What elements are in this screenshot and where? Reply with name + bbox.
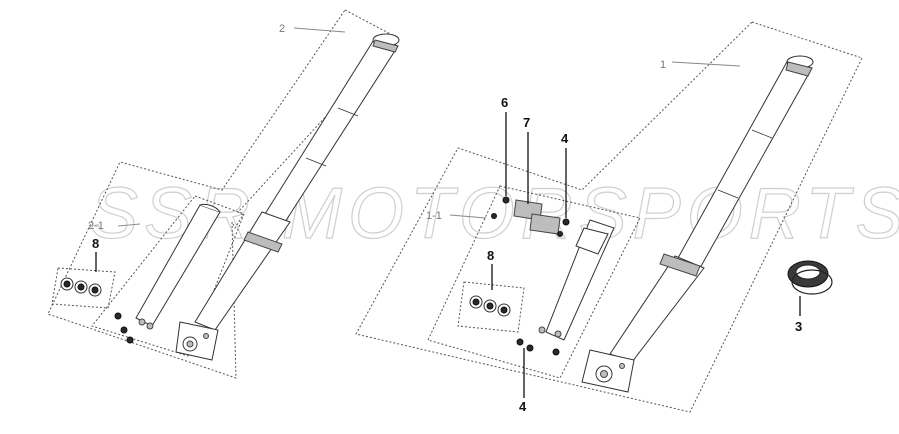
left-screw-frame [51, 267, 116, 309]
oil-seal-ring [787, 260, 833, 295]
callout-clamp: 7 [523, 115, 530, 130]
right-top-hardware [491, 196, 570, 237]
callout-screw-set-right: 8 [487, 248, 494, 263]
leader-fork-right-sub [449, 214, 487, 219]
callout-fork-left-sub: 2-1 [88, 220, 104, 232]
right-screw-set [469, 295, 511, 317]
right-guard-frame [427, 185, 641, 379]
right-fork-tube [581, 55, 814, 393]
callout-fork-right: 1 [660, 59, 666, 71]
left-guard-screws [114, 312, 134, 344]
callout-screw-set-left: 8 [92, 236, 99, 251]
callout-fork-left: 2 [279, 23, 285, 35]
left-screw-set [60, 277, 102, 297]
right-fork-guard [538, 219, 615, 341]
left-assembly-frame [47, 9, 399, 379]
callout-fork-right-sub: 1-1 [426, 210, 442, 222]
leader-fork-left [293, 27, 346, 33]
callout-bolt-top: 4 [561, 131, 569, 146]
leader-fork-left-sub [117, 223, 141, 227]
left-fork-tube [175, 33, 400, 361]
right-lower-bolts [516, 338, 560, 356]
callout-oil-seal: 3 [795, 319, 802, 334]
left-guard-frame [91, 195, 245, 357]
callout-washer: 6 [501, 95, 508, 110]
right-fork-assembly-group: 1 1-1 6 7 4 8 4 [355, 21, 863, 414]
left-fork-guard [135, 203, 221, 330]
callout-bolt-bottom: 4 [519, 399, 527, 414]
right-assembly-frame [355, 21, 863, 413]
leader-fork-right [671, 61, 741, 67]
oil-seal-group: 3 [787, 260, 833, 334]
right-screw-frame [457, 281, 525, 333]
left-fork-assembly-group: 2 2-1 8 [47, 9, 400, 379]
